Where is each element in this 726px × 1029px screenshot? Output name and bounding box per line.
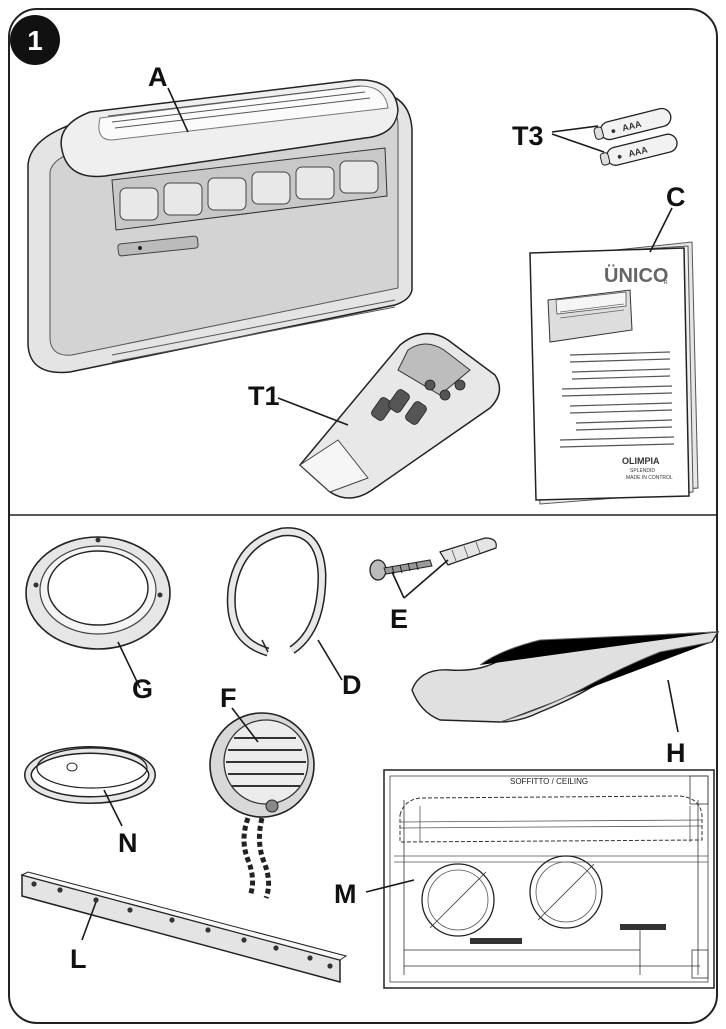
remote-control-illustration — [298, 332, 501, 499]
step-badge: 1 — [10, 15, 60, 65]
label-f-leader — [231, 707, 259, 743]
outside-grille-illustration — [209, 712, 315, 899]
svg-text:●: ● — [609, 125, 617, 136]
label-t1: T1 — [248, 381, 280, 411]
label-c: C — [666, 182, 686, 212]
label-n-leader — [103, 789, 123, 827]
battery-pair-illustration: AAA ● AAA ● — [593, 107, 678, 166]
label-d-leader — [317, 639, 343, 681]
drilling-template-illustration: SOFFITTO / CEILING — [383, 769, 715, 989]
screw-and-wall-plug-illustration — [369, 537, 497, 581]
label-n: N — [118, 828, 138, 858]
svg-text:MADE IN CONTROL: MADE IN CONTROL — [626, 475, 673, 481]
label-d: D — [342, 670, 362, 700]
label-e-leaders — [391, 559, 449, 599]
label-a: A — [148, 62, 168, 92]
svg-text:●: ● — [616, 151, 624, 162]
label-f: F — [220, 683, 237, 713]
wall-flange-ring-illustration — [25, 536, 171, 650]
label-h: H — [666, 738, 686, 768]
label-g: G — [132, 674, 153, 704]
label-l-leader — [81, 901, 97, 941]
step-number: 1 — [27, 25, 43, 56]
label-a-leader — [167, 87, 189, 133]
air-conditioner-unit-illustration — [27, 79, 413, 374]
label-e: E — [390, 604, 408, 634]
battery-1-label: AAA — [621, 119, 643, 134]
instruction-manual-illustration: ÜNICO R OLIMPIA SPLENDID MADE IN CONTROL — [529, 241, 699, 505]
mounting-bracket-illustration — [20, 871, 348, 983]
label-t3-leaders — [551, 125, 605, 153]
coiled-drain-tube-illustration — [24, 746, 156, 804]
label-c-leader — [649, 207, 673, 253]
label-m: M — [334, 879, 357, 909]
battery-2-label: AAA — [627, 144, 649, 159]
label-g-leader — [117, 641, 141, 689]
label-l: L — [70, 944, 87, 974]
label-t3: T3 — [512, 121, 544, 151]
label-m-leader — [365, 879, 415, 893]
insulation-sheet-illustration — [411, 631, 720, 723]
label-h-leader — [667, 679, 679, 733]
svg-text:SPLENDID: SPLENDID — [630, 468, 655, 474]
svg-text:R: R — [664, 280, 668, 286]
manual-maker: OLIMPIA — [622, 456, 660, 466]
template-heading: SOFFITTO / CEILING — [510, 777, 588, 786]
manual-brand: ÜNICO — [604, 264, 668, 287]
label-t1-leader — [277, 397, 349, 426]
clamp-band-illustration — [226, 527, 327, 657]
